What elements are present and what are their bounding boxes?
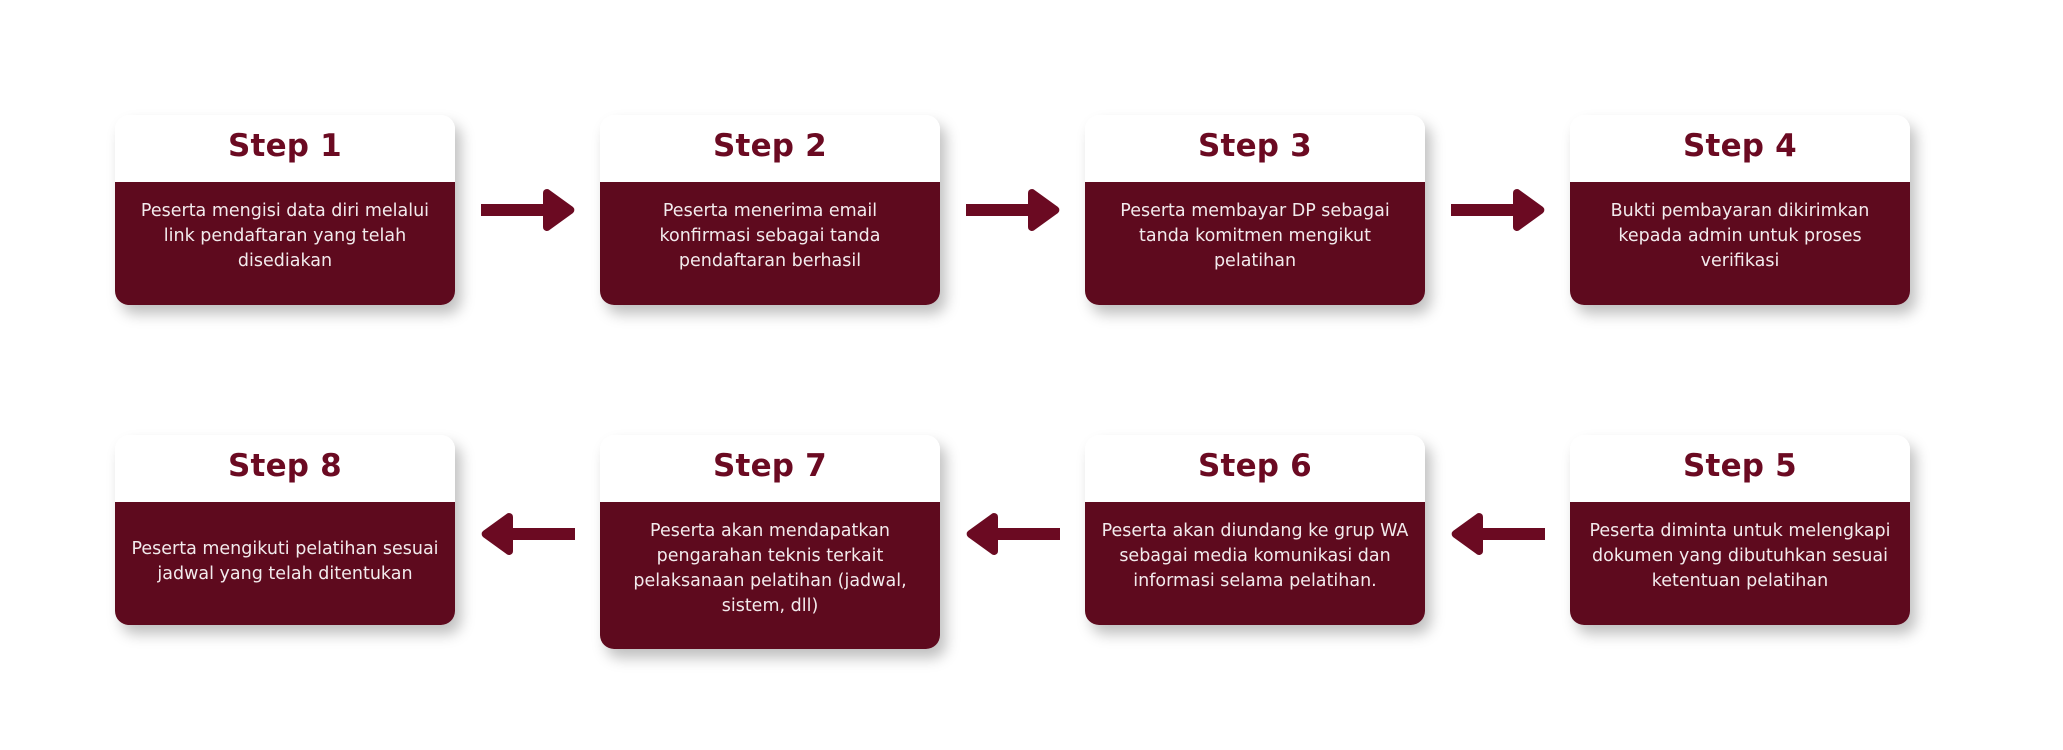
step-card-5-title: Step 5 <box>1683 448 1797 484</box>
step-card-2[interactable]: Step 2 Peserta menerima email konfirmasi… <box>600 115 940 305</box>
step-card-7-body: Peserta akan mendapatkan pengarahan tekn… <box>600 502 940 649</box>
arrow-slot-2-3 <box>940 115 1085 305</box>
arrow-slot-7-8 <box>455 435 600 633</box>
step-card-8-title: Step 8 <box>228 448 342 484</box>
step-card-8-header: Step 8 <box>115 435 455 502</box>
step-card-3-body: Peserta membayar DP sebagai tanda komitm… <box>1085 182 1425 305</box>
arrow-left-icon <box>966 513 1060 555</box>
arrow-slot-3-4 <box>1425 115 1570 305</box>
flow-row-top: Step 1 Peserta mengisi data diri melalui… <box>115 115 1910 305</box>
step-card-3[interactable]: Step 3 Peserta membayar DP sebagai tanda… <box>1085 115 1425 305</box>
step-card-8[interactable]: Step 8 Peserta mengikuti pelatihan sesua… <box>115 435 455 625</box>
step-card-7[interactable]: Step 7 Peserta akan mendapatkan pengarah… <box>600 435 940 649</box>
step-card-4-body: Bukti pembayaran dikirimkan kepada admin… <box>1570 182 1910 305</box>
arrow-slot-6-7 <box>940 435 1085 633</box>
step-card-1-header: Step 1 <box>115 115 455 182</box>
arrow-slot-1-2 <box>455 115 600 305</box>
step-card-6[interactable]: Step 6 Peserta akan diundang ke grup WA … <box>1085 435 1425 625</box>
step-card-2-body: Peserta menerima email konfirmasi sebaga… <box>600 182 940 305</box>
step-card-4-title: Step 4 <box>1683 128 1797 164</box>
step-card-1[interactable]: Step 1 Peserta mengisi data diri melalui… <box>115 115 455 305</box>
arrow-right-icon <box>1450 189 1544 231</box>
arrow-slot-5-6 <box>1425 435 1570 633</box>
step-card-2-header: Step 2 <box>600 115 940 182</box>
step-card-7-header: Step 7 <box>600 435 940 502</box>
step-card-6-title: Step 6 <box>1198 448 1312 484</box>
step-card-6-header: Step 6 <box>1085 435 1425 502</box>
step-card-2-title: Step 2 <box>713 128 827 164</box>
step-card-7-title: Step 7 <box>713 448 827 484</box>
step-card-8-body: Peserta mengikuti pelatihan sesuai jadwa… <box>115 502 455 625</box>
step-card-4[interactable]: Step 4 Bukti pembayaran dikirimkan kepad… <box>1570 115 1910 305</box>
arrow-right-icon <box>480 189 574 231</box>
step-card-1-title: Step 1 <box>228 128 342 164</box>
step-card-1-body: Peserta mengisi data diri melalui link p… <box>115 182 455 305</box>
step-card-6-body: Peserta akan diundang ke grup WA sebagai… <box>1085 502 1425 625</box>
step-card-4-header: Step 4 <box>1570 115 1910 182</box>
step-card-5[interactable]: Step 5 Peserta diminta untuk melengkapi … <box>1570 435 1910 625</box>
arrow-right-icon <box>965 189 1059 231</box>
flow-row-bottom: Step 8 Peserta mengikuti pelatihan sesua… <box>115 435 1910 649</box>
step-card-3-title: Step 3 <box>1198 128 1312 164</box>
step-card-5-body: Peserta diminta untuk melengkapi dokumen… <box>1570 502 1910 625</box>
arrow-left-icon <box>1451 513 1545 555</box>
step-card-3-header: Step 3 <box>1085 115 1425 182</box>
step-card-5-header: Step 5 <box>1570 435 1910 502</box>
arrow-left-icon <box>481 513 575 555</box>
